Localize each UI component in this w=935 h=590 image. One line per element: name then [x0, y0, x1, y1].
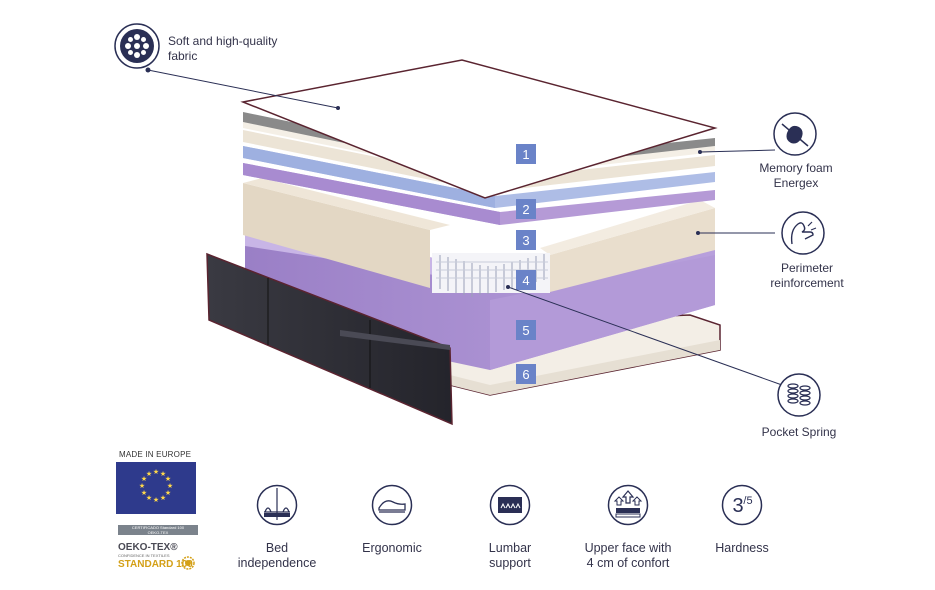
feature-label-line1: Hardness — [715, 541, 769, 555]
feature-hardness: 3 /5 Hardness — [682, 484, 802, 556]
memory-foam-callout: Memory foam Energex — [756, 161, 836, 191]
pocket-spring-callout: Pocket Spring — [761, 425, 837, 439]
svg-text:★: ★ — [160, 494, 166, 502]
memory-callout-line2: Energex — [773, 176, 819, 190]
lumbar-support-icon — [489, 484, 531, 526]
svg-text:★: ★ — [165, 489, 171, 497]
hardness-value: 3 — [732, 495, 743, 517]
svg-text:2: 2 — [522, 202, 529, 217]
oeko-tex-sub: CONFIDENCE IN TEXTILES — [118, 553, 170, 558]
svg-text:★: ★ — [141, 475, 147, 483]
fabric-callout-line1: Soft and high-quality — [168, 34, 278, 48]
svg-text:1: 1 — [522, 147, 529, 162]
svg-text:★: ★ — [146, 470, 152, 478]
hardness-scale: /5 — [743, 495, 752, 507]
made-in-europe-label: MADE IN EUROPE — [119, 450, 192, 459]
pocket-spring-icon — [777, 373, 821, 417]
layer-badge-4 — [516, 270, 536, 290]
layer-1-top-fabric — [240, 59, 718, 199]
perimeter-reinforcement-icon — [781, 211, 825, 255]
feature-label-line2: support — [489, 556, 531, 570]
feature-label-line2: 4 cm of confort — [586, 556, 670, 570]
perimeter-callout-line1: Perimeter — [780, 261, 833, 275]
feature-label-line1: Lumbar — [488, 541, 532, 555]
feature-label-line2: independence — [237, 556, 317, 570]
layer-badge-6 — [516, 364, 536, 384]
svg-text:★: ★ — [146, 494, 152, 502]
oeko-tex-label: OEKO-TEX® — [118, 542, 178, 553]
ergonomic-icon — [371, 484, 413, 526]
layer-badge-5 — [516, 320, 536, 340]
upper-face-icon — [607, 484, 649, 526]
bed-independence-icon — [256, 484, 298, 526]
feature-label-line1: Ergonomic — [362, 541, 422, 555]
svg-text:★: ★ — [153, 468, 159, 476]
feature-label-line1: Upper face with — [584, 541, 672, 555]
feature-upper-face: Upper face with 4 cm of confort — [568, 484, 688, 571]
layer-badge-2 — [516, 199, 536, 219]
fabric-icon — [114, 23, 160, 69]
eu-flag: ★★★ ★★★ ★★★ ★★★ — [116, 462, 196, 514]
svg-text:3: 3 — [522, 233, 529, 248]
layer-3-purple — [243, 163, 715, 225]
layer-2-blue — [243, 146, 715, 208]
layer-badge-3 — [516, 230, 536, 250]
feature-bed-independence: Bed independence — [217, 484, 337, 571]
svg-text:5: 5 — [522, 323, 529, 338]
standard-100-label: STANDARD 100 — [118, 559, 193, 570]
certificate-bar: CERTIFICADO Standard 100 OEKO-TEX — [118, 525, 198, 535]
svg-text:★: ★ — [153, 496, 159, 504]
leader-dots — [145, 67, 702, 289]
fabric-callout-line2: fabric — [168, 49, 198, 63]
feature-label-line1: Bed — [265, 541, 289, 555]
svg-text:★: ★ — [160, 470, 166, 478]
leader-lines — [147, 69, 783, 386]
mattress-side-panel — [206, 252, 453, 426]
memory-callout-line1: Memory foam — [759, 161, 833, 175]
fabric-callout: Soft and high-quality fabric — [168, 34, 277, 64]
feature-ergonomic: Ergonomic — [332, 484, 452, 556]
svg-text:6: 6 — [522, 367, 529, 382]
svg-text:★: ★ — [141, 489, 147, 497]
cert-line1: CERTIFICADO Standard 100 — [131, 525, 185, 530]
oeko-sun-icon — [181, 556, 195, 570]
svg-text:★: ★ — [167, 482, 173, 490]
svg-text:4: 4 — [522, 273, 529, 288]
hardness-icon: 3 /5 — [721, 484, 763, 526]
memory-foam-icon — [773, 112, 817, 156]
perimeter-callout-line2: reinforcement — [770, 276, 844, 290]
layer-badges: 1 2 3 4 5 6 — [516, 144, 536, 384]
perimeter-callout: Perimeter reinforcement — [762, 261, 852, 291]
svg-text:★: ★ — [139, 482, 145, 490]
perimeter-reinforcement-blocks — [243, 178, 715, 292]
cert-line2: OEKO-TEX — [147, 530, 169, 535]
svg-text:★: ★ — [165, 475, 171, 483]
layer-badge-1 — [516, 144, 536, 164]
feature-lumbar-support: Lumbar support — [450, 484, 570, 571]
